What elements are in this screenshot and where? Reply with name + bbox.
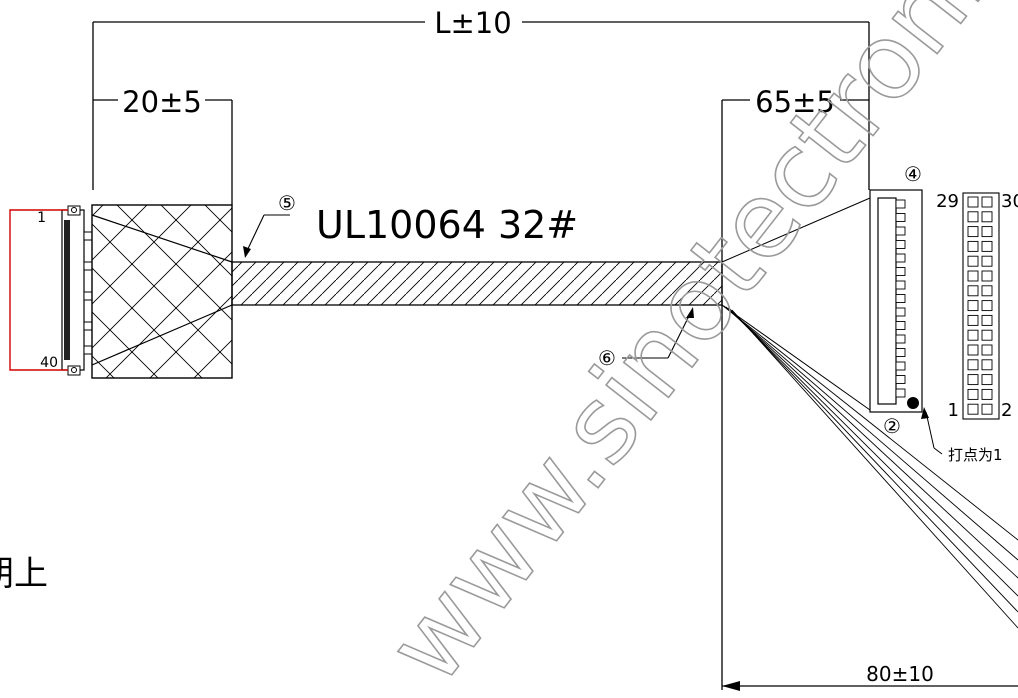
individual-wires [721,304,1018,629]
pinout-cell [967,270,979,282]
pinout-cell [967,240,979,252]
connector-pin [895,388,906,398]
pinout-top-right-label: 30 [1001,191,1018,212]
dimension-overall-length [92,21,870,190]
pinout-cell [981,270,993,282]
left-pin-first-label: 1 [37,210,46,226]
left-connector-latch-bottom [67,365,81,376]
pinout-top-left-label: 29 [936,191,959,212]
connector-pin [895,361,906,371]
pinout-cell [981,255,993,267]
connector-pin [895,334,906,344]
connector-pin [895,240,906,249]
pinout-grid [962,192,1000,420]
pinout-cell [967,196,979,208]
connector-pin [895,226,906,236]
connector-pin [895,307,906,317]
left-partial-text: 朝上 [0,554,48,594]
pinout-cell [981,374,993,386]
dimension-wire-breakout-label: 80±10 [866,662,934,686]
dimension-right-breakout-label: 65±5 [755,85,835,119]
pinout-cell [967,374,979,386]
connector-pin [895,267,906,276]
callout-2-label: ② [883,414,901,438]
dimension-right-breakout [721,99,869,690]
cable-spec-label: UL10064 32# [316,203,578,247]
pinout-bottom-right-label: 2 [1001,400,1012,421]
pinout-cell [967,329,979,341]
callout-5 [243,214,290,258]
pinout-cell [981,285,993,297]
pinout-cell [967,344,979,356]
pinout-cell [981,359,993,371]
connector-pin [895,199,906,209]
left-pin-last-label: 40 [40,355,58,371]
dimension-left-overmold [93,99,233,205]
pinout-cell [967,388,979,400]
callout-6 [622,307,694,359]
pinout-cell [981,226,993,238]
dimension-left-overmold-label: 20±5 [122,85,202,119]
pinout-cell [981,211,993,223]
pinout-cell [981,240,993,252]
pinout-cell [981,196,993,208]
flat-cable [231,261,723,306]
pinout-cell [967,285,979,297]
pinout-cell [981,344,993,356]
pinout-bottom-left-label: 1 [948,400,959,421]
cable-breakout-lines [721,197,871,411]
callout-5-label: ⑤ [278,191,296,215]
connector-pin [895,213,906,222]
dot-note-leader [925,411,943,455]
left-connector-latch-top [67,205,81,216]
pinout-cell [967,226,979,238]
connector-pin [895,321,906,330]
left-connector-pins [83,231,93,355]
left-overmold [91,204,233,379]
left-connector [61,205,93,376]
pinout-cell [981,314,993,326]
pin1-dot-marker [907,397,919,409]
connector-pin [895,280,906,290]
pinout-cell [967,359,979,371]
pinout-cell [981,300,993,312]
pinout-cell [981,388,993,400]
pin-loop-line [9,209,68,371]
connector-pin [895,375,906,384]
pinout-cell [981,403,993,415]
pinout-cell [967,314,979,326]
connector-pin [895,294,906,303]
dot-note-arrow [921,407,929,419]
dot-note-label: 打点为1 [948,446,1003,464]
connector-pin [895,253,906,263]
pinout-cell [967,403,979,415]
callout-4-label: ④ [904,162,922,186]
connector-pin [895,348,906,357]
callout-6-label: ⑥ [598,346,616,370]
pinout-cell [967,255,979,267]
pinout-cell [967,300,979,312]
dimension-overall-length-label: L±10 [434,6,511,40]
dimension-wire-breakout-arrow [722,681,740,691]
right-connector-pins [895,199,906,398]
pinout-cell [967,211,979,223]
pinout-cell [981,329,993,341]
